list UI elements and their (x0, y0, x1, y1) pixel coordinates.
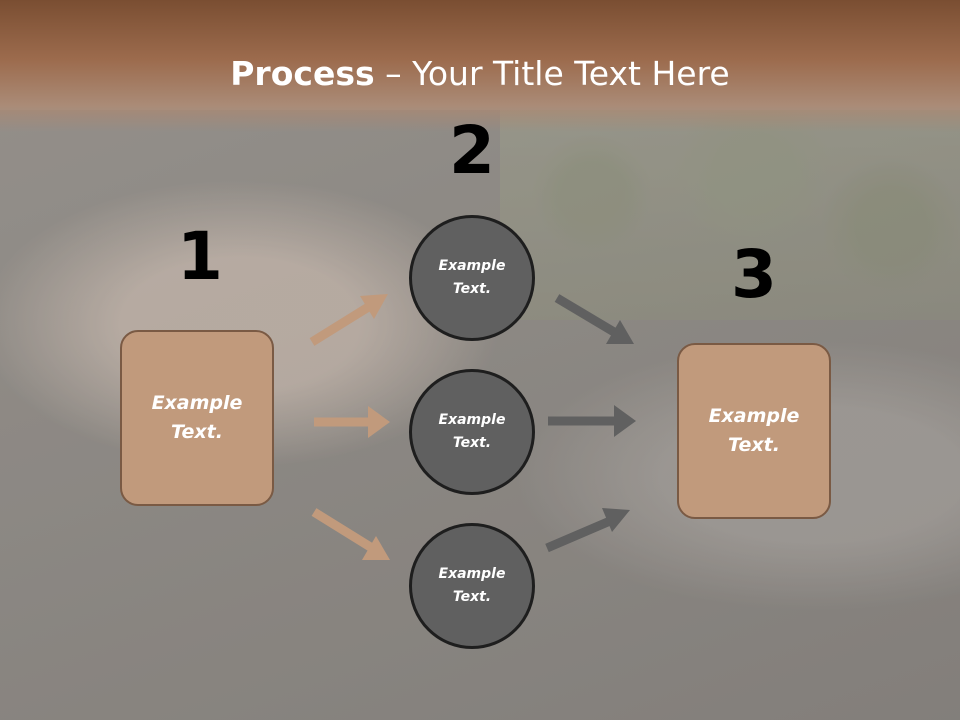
circle-top-line2: Text. (452, 281, 492, 297)
right-box-line2: Text. (728, 434, 780, 456)
title-rest: – Your Title Text Here (374, 54, 730, 93)
circle-top[interactable]: Example Text. (409, 215, 535, 341)
right-box[interactable]: Example Text. (677, 343, 831, 519)
circle-bottom-line1: Example (438, 566, 506, 582)
title-bold: Process (230, 54, 375, 93)
left-box-line2: Text. (171, 421, 223, 443)
arrow-middle-to-right (548, 405, 636, 437)
title-bar (0, 0, 960, 132)
step-number-3: 3 (731, 236, 777, 313)
arrow-left-to-top (309, 294, 388, 346)
arrow-bottom-to-right (545, 508, 630, 553)
step-number-1: 1 (177, 218, 223, 295)
arrow-top-to-right (554, 294, 634, 344)
circle-bottom[interactable]: Example Text. (409, 523, 535, 649)
circle-top-line1: Example (438, 258, 506, 274)
step-number-2: 2 (449, 112, 495, 189)
slide-title[interactable]: Process – Your Title Text Here (0, 52, 960, 96)
circle-middle[interactable]: Example Text. (409, 369, 535, 495)
right-box-line1: Example (708, 405, 800, 427)
left-box[interactable]: Example Text. (120, 330, 274, 506)
left-box-line1: Example (151, 392, 243, 414)
arrow-left-to-bottom (311, 508, 390, 560)
circle-bottom-line2: Text. (452, 589, 492, 605)
circle-middle-line2: Text. (452, 435, 492, 451)
arrow-left-to-middle (314, 406, 390, 438)
circle-middle-line1: Example (438, 412, 506, 428)
